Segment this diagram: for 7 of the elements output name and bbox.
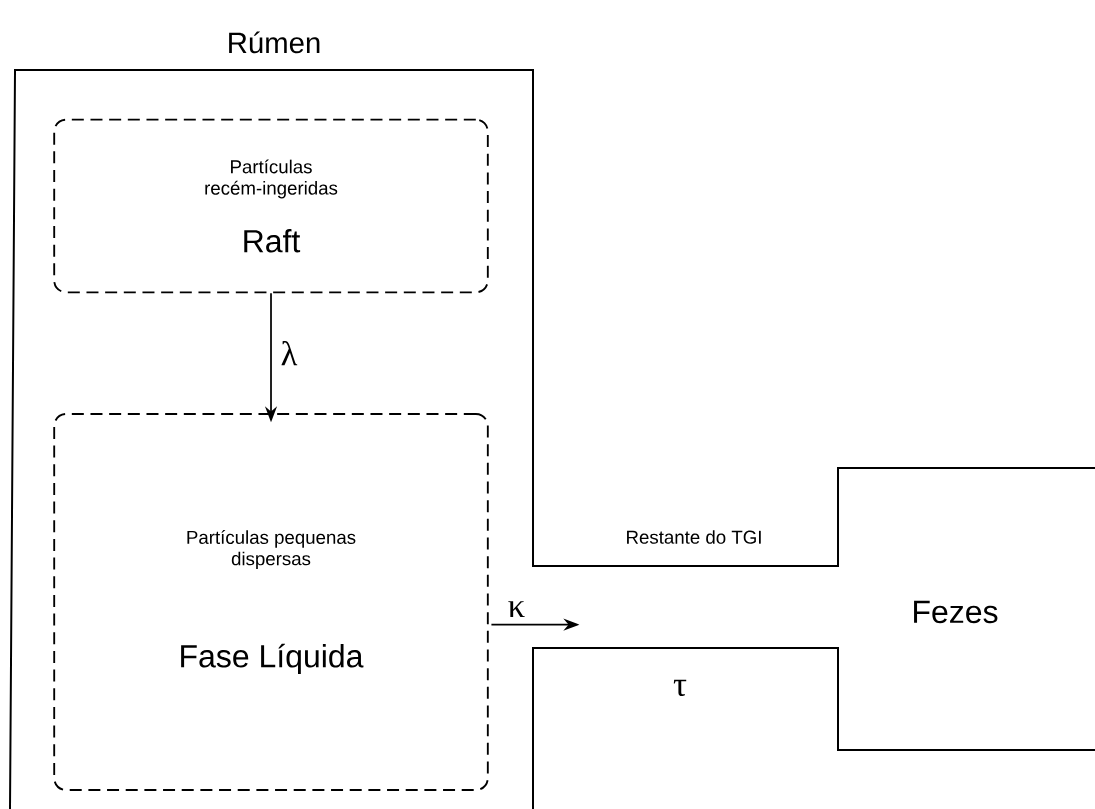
rate-symbol: τ [673,679,687,697]
edge-label: κ [508,601,525,618]
dashed-box: Partículas pequenas dispersas Fase Líquida [53,413,489,791]
compartment-label: Fezes [914,600,998,624]
dashed-box: Partículas recém-ingeridas Raft [53,118,489,294]
edge-label: λ [279,339,299,367]
region-label: Restante do TGI [627,530,761,544]
